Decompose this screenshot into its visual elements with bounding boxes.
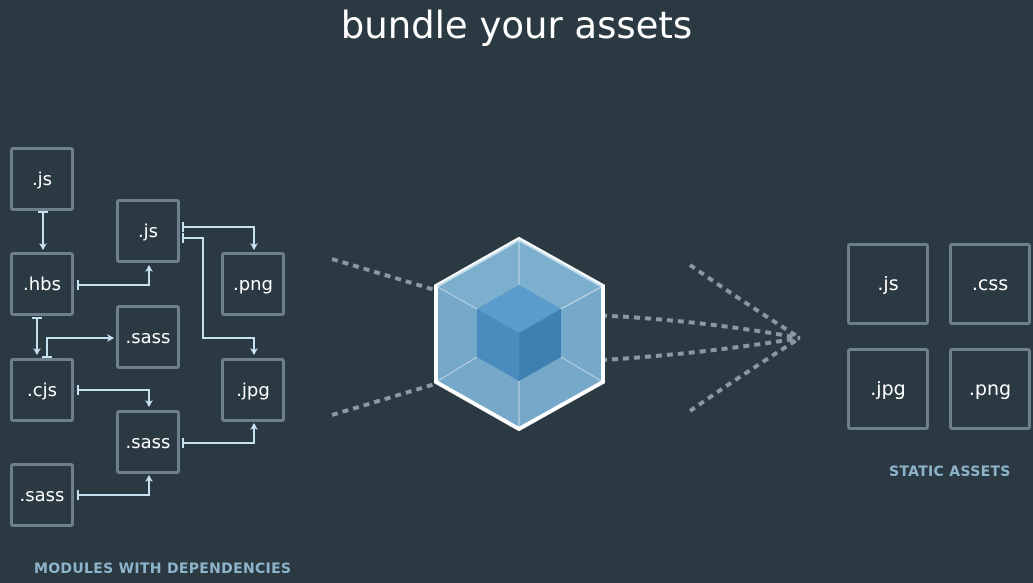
arrow-hbs-to-js	[78, 265, 153, 286]
module-box-png: .png	[221, 252, 285, 316]
asset-box-css: .css	[949, 243, 1031, 325]
modules-caption: MODULES WITH DEPENDENCIES	[34, 561, 292, 577]
module-box-cjs: .cjs	[10, 358, 74, 422]
arrow-sass-to-jpg	[183, 423, 258, 444]
arrow-js-to-png	[183, 226, 258, 250]
arrow-sass-to-sass	[78, 475, 153, 496]
arrow-js-to-jpg	[183, 237, 258, 355]
arrow-cjs-to-sass-lower	[78, 389, 153, 407]
webpack-cube-icon	[434, 236, 605, 432]
input-dash-bottom	[331, 379, 446, 417]
page-title: bundle your assets	[340, 4, 693, 47]
flow-dashed-lines	[331, 257, 802, 417]
module-box-js-middle: .js	[116, 199, 180, 263]
asset-box-js: .js	[847, 243, 929, 325]
dependency-arrows	[32, 211, 258, 500]
module-box-sass-bottom: .sass	[10, 463, 74, 527]
static-assets-caption: STATIC ASSETS	[889, 464, 1011, 480]
asset-box-png: .png	[949, 348, 1031, 430]
module-box-sass-lower: .sass	[116, 410, 180, 474]
module-box-jpg: .jpg	[221, 358, 285, 422]
module-box-sass-upper: .sass	[116, 305, 180, 369]
input-dash-top	[331, 257, 446, 295]
output-dash-lower-curve	[688, 336, 802, 413]
module-box-js: .js	[10, 147, 74, 211]
module-box-hbs: .hbs	[10, 252, 74, 316]
output-dash-upper-curve	[688, 263, 802, 340]
arrow-cjs-to-sass	[46, 334, 114, 357]
asset-box-jpg: .jpg	[847, 348, 929, 430]
